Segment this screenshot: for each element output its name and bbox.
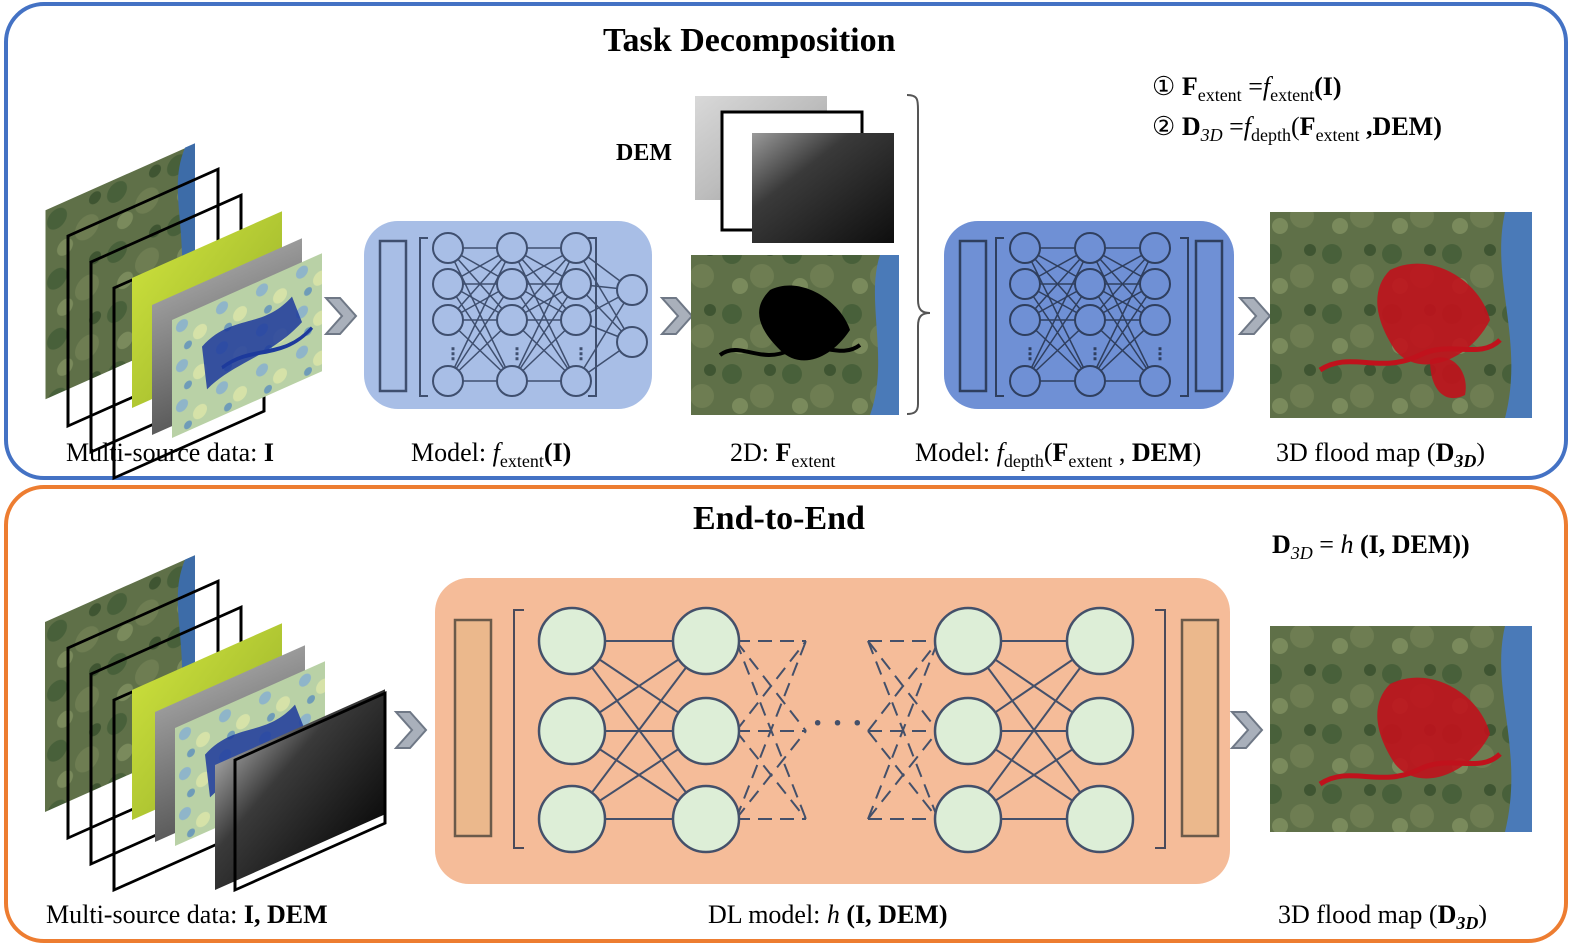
connection-line — [447, 283, 513, 382]
arrow-chevron-1 — [325, 297, 357, 335]
neuron-ellipsis: ⋮ — [574, 347, 588, 362]
dashed-connection — [735, 640, 807, 732]
caption-dl-model: DL model: h (I, DEM) — [708, 900, 948, 929]
neuron-node — [496, 268, 528, 300]
neuron-node — [671, 784, 741, 854]
neuron-node — [1074, 268, 1106, 300]
connection-line — [1089, 247, 1156, 382]
neuron-node — [1065, 606, 1135, 676]
neuron-node — [1009, 304, 1041, 336]
formula-extent: ① Fextent =fextent(I) — [1152, 72, 1342, 106]
neuron-node — [1139, 365, 1171, 397]
neuron-node — [560, 365, 592, 397]
neuron-node — [671, 696, 741, 766]
connection-line — [1089, 247, 1156, 321]
connection-line — [575, 247, 633, 343]
connection-line — [1024, 283, 1091, 382]
neuron-node — [1009, 365, 1041, 397]
neuron-node — [1074, 365, 1106, 397]
dl-model-network — [435, 578, 1230, 884]
dem-images — [695, 96, 894, 243]
connection-line — [1089, 283, 1156, 382]
flood-map-bottom — [1270, 626, 1532, 832]
neuron-node — [496, 304, 528, 336]
neuron-node — [671, 606, 741, 676]
neuron-node — [496, 232, 528, 264]
connection-line — [511, 247, 577, 382]
neuron-node — [432, 268, 464, 300]
dem-label: DEM — [616, 140, 672, 166]
connection-line — [447, 247, 513, 321]
connection-line — [511, 283, 577, 382]
connection-line — [447, 247, 513, 382]
formula-depth: ② D3D =fdepth(Fextent ,DEM) — [1152, 112, 1442, 146]
ellipsis: · · · — [812, 705, 864, 742]
neuron-node — [616, 326, 648, 358]
caption-input-top: Multi-source data: I — [66, 438, 274, 467]
end-to-end-title: End-to-End — [693, 500, 865, 537]
neuron-ellipsis: ⋮ — [1088, 347, 1102, 362]
connection-line — [1024, 247, 1091, 382]
extent-map — [691, 255, 899, 415]
arrow-chevron-2 — [661, 297, 693, 335]
neuron-node — [933, 784, 1003, 854]
formula-end-to-end: D3D = h (I, DEM)) — [1272, 530, 1470, 564]
model-depth-network: ⋮ ⋮ ⋮ — [944, 221, 1234, 409]
arrow-chevron-3 — [1239, 297, 1271, 335]
caption-output-top: 3D flood map (D3D) — [1276, 438, 1486, 472]
caption-input-bottom: Multi-source data: I, DEM — [46, 900, 328, 929]
neuron-ellipsis: ⋮ — [446, 347, 460, 362]
model-extent-network: ⋮ ⋮ ⋮ — [364, 221, 652, 409]
neuron-node — [1009, 268, 1041, 300]
flood-map-top — [1270, 212, 1532, 418]
neuron-node — [432, 304, 464, 336]
neuron-ellipsis: ⋮ — [1153, 347, 1167, 362]
connection-line — [967, 640, 1101, 820]
neuron-node — [1074, 304, 1106, 336]
dashed-connection — [867, 640, 939, 820]
neuron-node — [616, 274, 648, 306]
neuron-node — [537, 606, 607, 676]
neuron-node — [933, 606, 1003, 676]
task-decomposition-title: Task Decomposition — [603, 22, 896, 59]
neuron-node — [1139, 232, 1171, 264]
input-stack-bottom — [45, 555, 387, 893]
connection-line — [1024, 247, 1091, 321]
neuron-node — [432, 232, 464, 264]
neuron-node — [432, 365, 464, 397]
caption-model-depth: Model: fdepth(Fextent , DEM) — [915, 438, 1202, 472]
neuron-node — [537, 696, 607, 766]
neuron-node — [1065, 784, 1135, 854]
caption-model-extent: Model: fextent(I) — [411, 438, 572, 472]
arrow-chevron-5 — [1231, 711, 1263, 749]
connection-line — [511, 247, 577, 321]
end-to-end-panel — [4, 485, 1568, 943]
neuron-node — [560, 304, 592, 336]
neuron-node — [537, 784, 607, 854]
neuron-node — [933, 696, 1003, 766]
caption-extent: 2D: Fextent — [730, 438, 836, 472]
neuron-node — [1139, 304, 1171, 336]
input-stack-top — [44, 142, 322, 481]
task-decomposition-panel — [4, 2, 1568, 480]
merge-brace — [906, 94, 931, 415]
neuron-ellipsis: ⋮ — [1023, 347, 1037, 362]
dashed-connection — [867, 730, 939, 820]
neuron-node — [1065, 696, 1135, 766]
connection-line — [571, 640, 707, 820]
caption-output-bottom: 3D flood map (D3D) — [1278, 900, 1488, 934]
dashed-connection — [735, 640, 807, 820]
connection-line — [575, 289, 633, 382]
dashed-connection — [735, 730, 807, 820]
neuron-node — [1074, 232, 1106, 264]
arrow-chevron-4 — [395, 711, 427, 749]
neuron-node — [496, 365, 528, 397]
neuron-node — [1139, 268, 1171, 300]
neuron-ellipsis: ⋮ — [510, 347, 524, 362]
neuron-node — [560, 232, 592, 264]
neuron-node — [560, 268, 592, 300]
dashed-connection — [867, 640, 939, 732]
neuron-node — [1009, 232, 1041, 264]
